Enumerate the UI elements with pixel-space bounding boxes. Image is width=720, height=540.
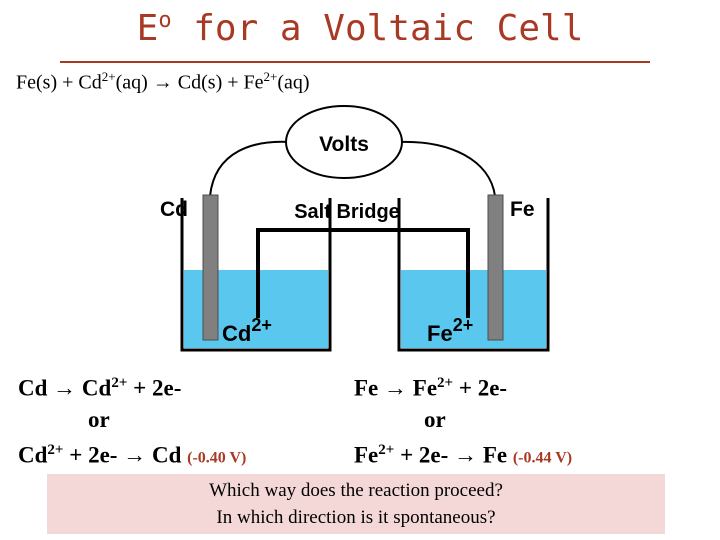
cd-electrode — [202, 194, 219, 341]
fe-electrode — [487, 194, 504, 341]
fe-potential: (-0.44 V) — [512, 449, 573, 467]
cd-potential: (-0.40 V) — [187, 449, 247, 467]
cd-oxidation-line: Cd → Cd2+ + 2e- — [18, 375, 182, 401]
right-solution — [401, 270, 546, 348]
cd-reduction-line: Cd2+ + 2e- → Cd (-0.40 V) — [18, 441, 247, 468]
fe-or-label: or — [424, 406, 446, 432]
salt-bridge — [256, 228, 470, 318]
fe-oxidation-line: Fe → Fe2+ + 2e- — [354, 375, 508, 401]
cd-half-reaction: Cd → Cd2+ + 2e- or Cd2+ + 2e- → Cd (-0.4… — [18, 368, 246, 473]
left-solution-label: Cd2+ — [222, 315, 272, 346]
slide-title: Eo for a Voltaic Cell — [136, 8, 584, 49]
voltmeter — [285, 105, 403, 179]
volts-label: Volts — [319, 133, 369, 156]
question-line-2: In which direction is it spontaneous? — [216, 507, 496, 528]
cd-electrode-label: Cd — [160, 198, 188, 221]
right-beaker — [397, 198, 550, 352]
cd-or-label: or — [88, 406, 110, 432]
left-wire — [209, 140, 291, 197]
right-wire — [397, 140, 496, 197]
fe-reduction-line: Fe2+ + 2e- → Fe (-0.44 V) — [354, 441, 573, 468]
overall-reaction: Fe(s) + Cd2+(aq) → Cd(s) + Fe2+(aq) — [16, 69, 310, 94]
title-underline — [60, 61, 650, 63]
fe-half-reaction: Fe → Fe2+ + 2e- or Fe2+ + 2e- → Fe (-0.4… — [354, 368, 572, 473]
question-box: Which way does the reaction proceed? In … — [47, 474, 665, 534]
right-solution-label: Fe2+ — [427, 315, 473, 346]
salt-bridge-label: Salt Bridge — [294, 201, 400, 223]
left-beaker — [180, 198, 332, 352]
fe-electrode-label: Fe — [510, 198, 535, 221]
question-line-1: Which way does the reaction proceed? — [209, 480, 503, 501]
